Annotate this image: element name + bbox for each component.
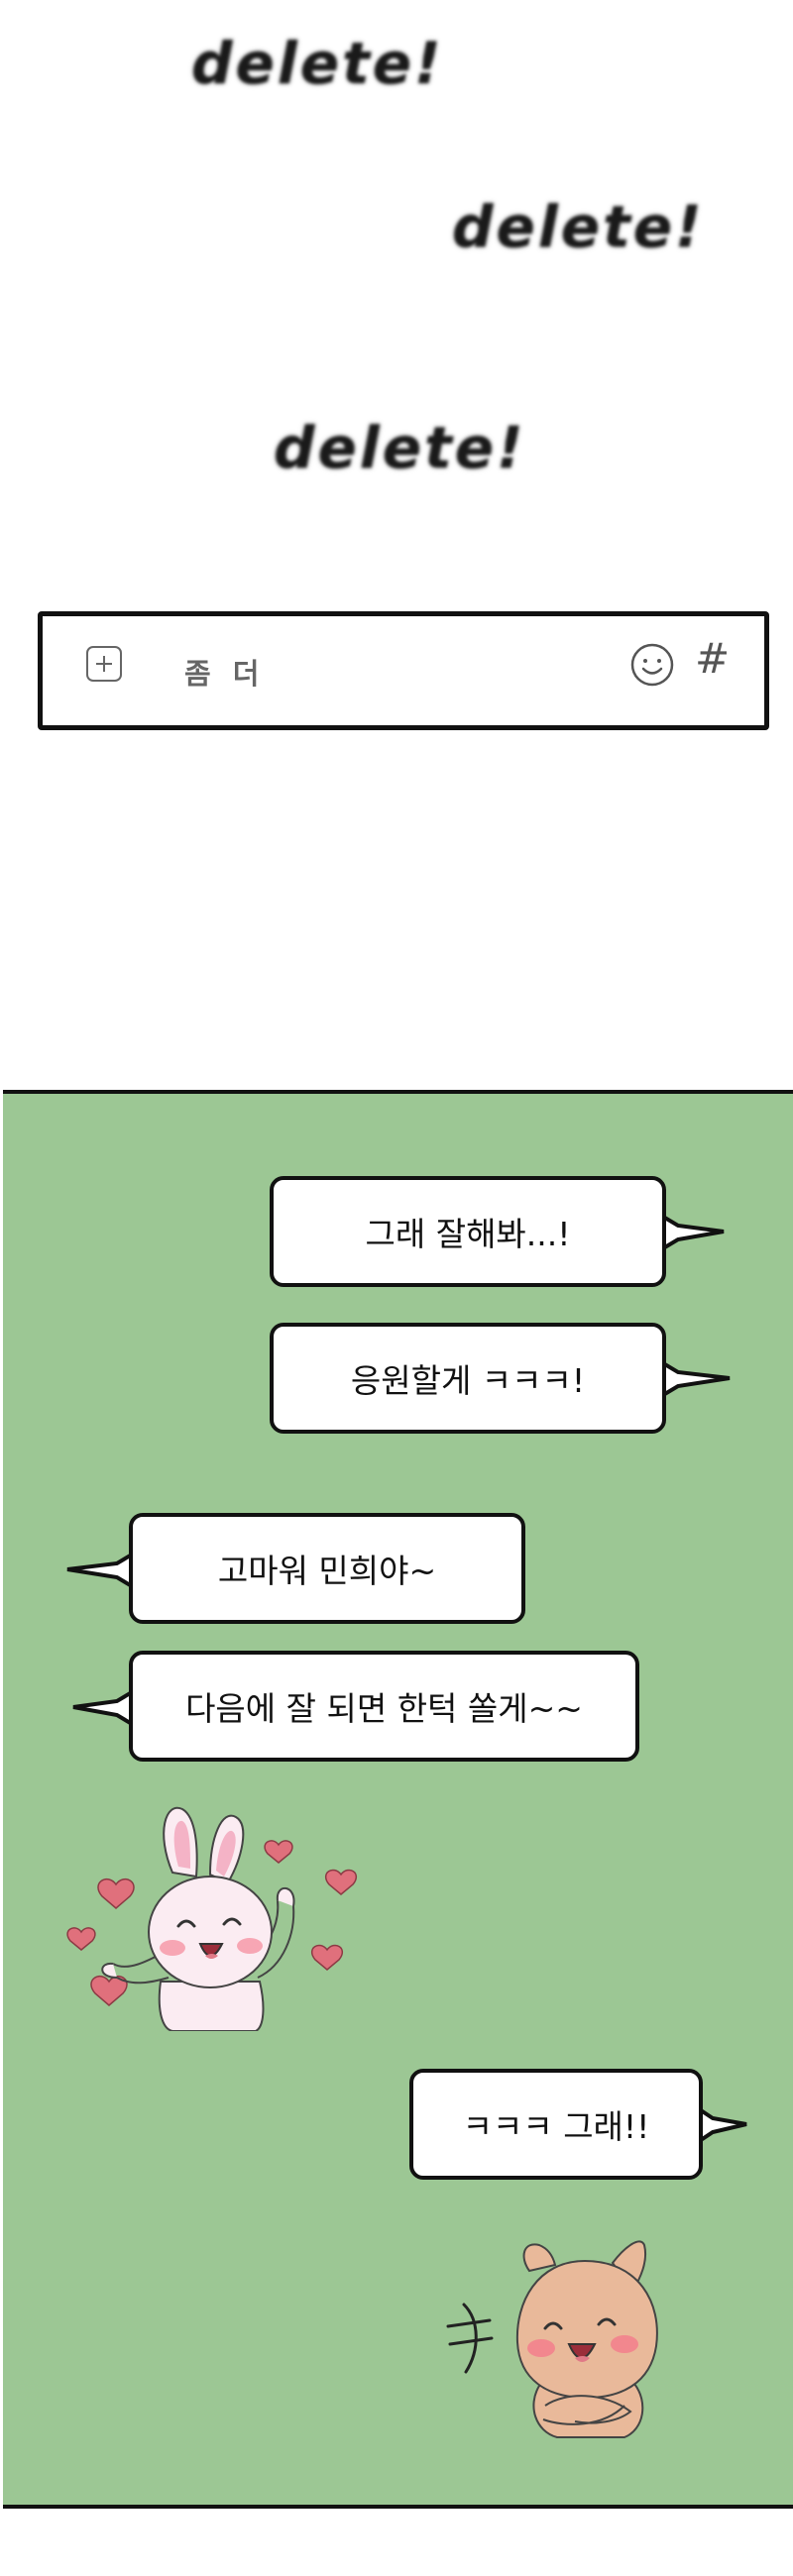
- bubble-tail: [693, 2104, 747, 2146]
- smile-icon[interactable]: [629, 642, 675, 688]
- chat-bubble-right: 응원할게 ㅋㅋㅋ!: [270, 1323, 666, 1434]
- chat-bubble-left: 다음에 잘 되면 한턱 쏠게~~: [129, 1651, 639, 1762]
- message-input-bar[interactable]: 좀 더 #: [38, 611, 769, 730]
- chat-message-text: ㅋㅋㅋ 그래!!: [462, 2107, 650, 2146]
- cat-sticker: [446, 2240, 658, 2438]
- chat-message-text: 고마워 민희야~: [217, 1552, 437, 1590]
- message-input-placeholder[interactable]: 좀 더: [184, 657, 266, 691]
- bubble-tail: [656, 1212, 725, 1253]
- delete-text: delete!: [191, 30, 444, 97]
- chat-message-text: 응원할게 ㅋㅋㅋ!: [350, 1361, 586, 1400]
- chat-message-text: 그래 잘해봐...!: [365, 1215, 571, 1253]
- bunny-sticker: [66, 1806, 358, 2031]
- chat-bubble-right: ㅋㅋㅋ 그래!!: [409, 2069, 703, 2180]
- bubble-tail: [656, 1358, 731, 1400]
- delete-text: delete!: [274, 414, 526, 482]
- bubble-tail: [72, 1687, 139, 1729]
- plus-icon[interactable]: [86, 646, 122, 682]
- bubble-tail: [66, 1550, 139, 1591]
- chat-bubble-left: 고마워 민희야~: [129, 1513, 525, 1624]
- chat-message-text: 다음에 잘 되면 한턱 쏠게~~: [185, 1689, 583, 1728]
- chat-bubble-right: 그래 잘해봐...!: [270, 1176, 666, 1287]
- hash-icon[interactable]: #: [695, 634, 731, 683]
- delete-text: delete!: [452, 193, 705, 261]
